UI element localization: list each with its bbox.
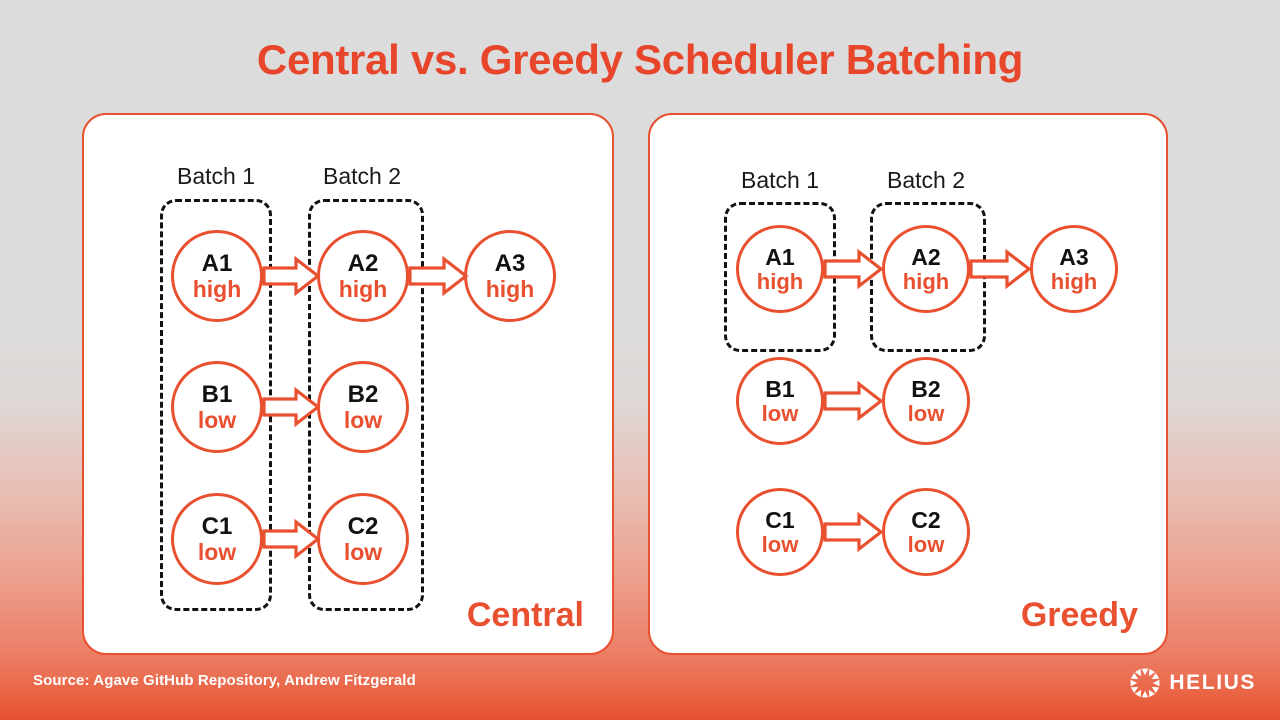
arrow-greedy-b1-b2	[823, 380, 884, 422]
panel-greedy: Batch 1 Batch 2 A1 high A2 high A3 high …	[648, 113, 1168, 655]
node-central-a3[interactable]: A3 high	[464, 230, 556, 322]
node-id: B2	[347, 380, 379, 408]
node-id: A1	[765, 243, 795, 270]
node-priority: low	[197, 538, 237, 565]
node-priority: high	[338, 275, 388, 302]
node-central-b2[interactable]: B2 low	[317, 361, 409, 453]
panel-central: Batch 1 Batch 2 A1 high A2 high A3 high …	[82, 113, 614, 655]
node-priority: low	[197, 406, 237, 433]
node-greedy-b1[interactable]: B1 low	[736, 357, 824, 445]
node-priority: low	[343, 538, 383, 565]
greedy-batch-1-label: Batch 1	[741, 167, 819, 193]
arrow-central-a1-a2	[262, 255, 321, 297]
node-id: B2	[911, 375, 941, 402]
node-id: C2	[911, 506, 941, 533]
node-id: A1	[201, 249, 233, 277]
node-priority: high	[902, 268, 950, 294]
node-central-b1[interactable]: B1 low	[171, 361, 263, 453]
arrow-central-b1-b2	[262, 386, 321, 428]
node-priority: low	[761, 531, 799, 557]
node-priority: low	[761, 400, 799, 426]
node-id: A2	[347, 249, 379, 277]
node-priority: low	[907, 400, 945, 426]
node-greedy-c2[interactable]: C2 low	[882, 488, 970, 576]
page-title: Central vs. Greedy Scheduler Batching	[256, 36, 1024, 83]
node-greedy-a2[interactable]: A2 high	[882, 225, 970, 313]
arrow-greedy-c1-c2	[823, 511, 884, 553]
central-batch-2-label: Batch 2	[323, 163, 401, 189]
node-central-a2[interactable]: A2 high	[317, 230, 409, 322]
source-attribution: Source: Agave GitHub Repository, Andrew …	[33, 672, 416, 689]
node-greedy-a1[interactable]: A1 high	[736, 225, 824, 313]
node-id: C2	[347, 512, 379, 540]
node-greedy-a3[interactable]: A3 high	[1030, 225, 1118, 313]
node-id: C1	[765, 506, 795, 533]
helius-logo: HELIUS	[1130, 668, 1256, 698]
arrow-central-c1-c2	[262, 518, 321, 560]
node-priority: high	[1050, 268, 1098, 294]
node-id: A3	[1059, 243, 1089, 270]
node-id: A3	[494, 249, 526, 277]
central-batch-1-label: Batch 1	[177, 163, 255, 189]
node-id: A2	[911, 243, 941, 270]
helius-sunburst-icon	[1130, 668, 1160, 698]
node-priority: high	[192, 275, 242, 302]
node-id: C1	[201, 512, 233, 540]
node-priority: low	[343, 406, 383, 433]
node-greedy-b2[interactable]: B2 low	[882, 357, 970, 445]
node-greedy-c1[interactable]: C1 low	[736, 488, 824, 576]
helius-wordmark: HELIUS	[1169, 671, 1256, 694]
node-id: B1	[765, 375, 795, 402]
node-id: B1	[201, 380, 233, 408]
greedy-batch-2-label: Batch 2	[887, 167, 965, 193]
node-central-c2[interactable]: C2 low	[317, 493, 409, 585]
panel-central-label: Central	[466, 596, 584, 634]
arrow-greedy-a1-a2	[823, 248, 884, 290]
node-central-c1[interactable]: C1 low	[171, 493, 263, 585]
panel-greedy-label: Greedy	[1020, 596, 1138, 634]
node-priority: low	[907, 531, 945, 557]
arrow-greedy-a2-a3	[969, 248, 1032, 290]
node-central-a1[interactable]: A1 high	[171, 230, 263, 322]
arrow-central-a2-a3	[408, 255, 469, 297]
node-priority: high	[756, 268, 804, 294]
node-priority: high	[485, 275, 535, 302]
